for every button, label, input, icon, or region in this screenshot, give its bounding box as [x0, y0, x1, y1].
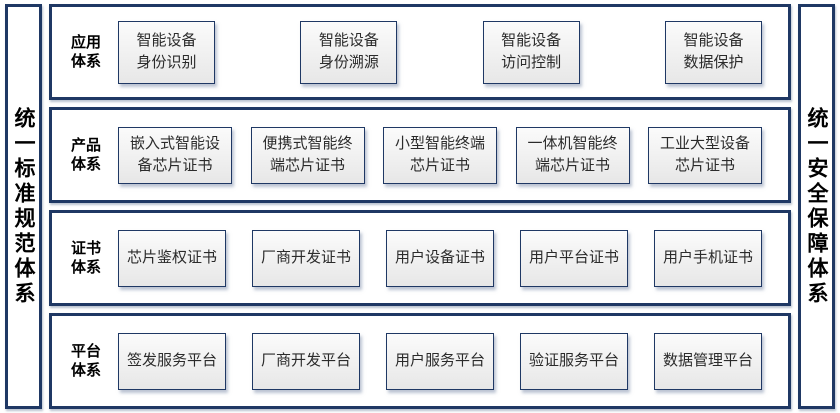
row-application-label: 应用 体系	[70, 33, 101, 71]
product-box-industrial-chip-cert: 工业大型设备 芯片证书	[648, 126, 762, 184]
row-platform-system: 平台 体系 签发服务平台 厂商开发平台 用户服务平台 验证服务平台 数据管理平台	[49, 313, 791, 409]
left-pillar-unified-standards: 统一标准规范体系	[5, 4, 42, 409]
right-pillar-label: 统一安全保障体系	[805, 106, 828, 307]
row-certificate-system: 证书 体系 芯片鉴权证书 厂商开发证书 用户设备证书 用户平台证书 用户手机证书	[49, 210, 791, 306]
row-application-system: 应用 体系 智能设备 身份识别 智能设备 身份溯源 智能设备 访问控制 智能设备…	[49, 4, 791, 100]
row-application-items: 智能设备 身份识别 智能设备 身份溯源 智能设备 访问控制 智能设备 数据保护	[114, 20, 788, 84]
cert-box-user-device: 用户设备证书	[386, 229, 494, 287]
row-platform-label: 平台 体系	[70, 342, 101, 380]
product-box-small-terminal-chip-cert: 小型智能终端 芯片证书	[383, 126, 497, 184]
platform-box-verification-service: 验证服务平台	[520, 332, 628, 390]
cert-box-user-platform: 用户平台证书	[520, 229, 628, 287]
row-certificate-label: 证书 体系	[70, 239, 101, 277]
platform-box-issuance-service: 签发服务平台	[118, 332, 226, 390]
row-certificate-items: 芯片鉴权证书 厂商开发证书 用户设备证书 用户平台证书 用户手机证书	[114, 229, 788, 287]
cert-box-vendor-development: 厂商开发证书	[252, 229, 360, 287]
cert-box-chip-authentication: 芯片鉴权证书	[118, 229, 226, 287]
product-box-portable-chip-cert: 便携式智能终 端芯片证书	[250, 126, 365, 184]
right-pillar-unified-security: 统一安全保障体系	[798, 4, 835, 409]
platform-box-user-service: 用户服务平台	[386, 332, 494, 390]
app-box-access-control: 智能设备 访问控制	[482, 20, 580, 84]
diagram-rows: 应用 体系 智能设备 身份识别 智能设备 身份溯源 智能设备 访问控制 智能设备…	[49, 4, 791, 409]
row-product-label: 产品 体系	[70, 136, 101, 174]
product-box-aio-terminal-chip-cert: 一体机智能终 端芯片证书	[515, 126, 630, 184]
row-platform-items: 签发服务平台 厂商开发平台 用户服务平台 验证服务平台 数据管理平台	[114, 332, 788, 390]
platform-box-data-management: 数据管理平台	[654, 332, 762, 390]
row-product-system: 产品 体系 嵌入式智能设 备芯片证书 便携式智能终 端芯片证书 小型智能终端 芯…	[49, 107, 791, 203]
left-pillar-label: 统一标准规范体系	[12, 106, 35, 307]
platform-box-vendor-development: 厂商开发平台	[252, 332, 360, 390]
app-box-identity-recognition: 智能设备 身份识别	[118, 20, 215, 84]
app-box-data-protection: 智能设备 数据保护	[664, 20, 762, 84]
cert-box-user-mobile: 用户手机证书	[654, 229, 762, 287]
product-box-embedded-chip-cert: 嵌入式智能设 备芯片证书	[118, 126, 232, 184]
row-product-items: 嵌入式智能设 备芯片证书 便携式智能终 端芯片证书 小型智能终端 芯片证书 一体…	[114, 126, 788, 184]
app-box-identity-tracing: 智能设备 身份溯源	[300, 20, 398, 84]
